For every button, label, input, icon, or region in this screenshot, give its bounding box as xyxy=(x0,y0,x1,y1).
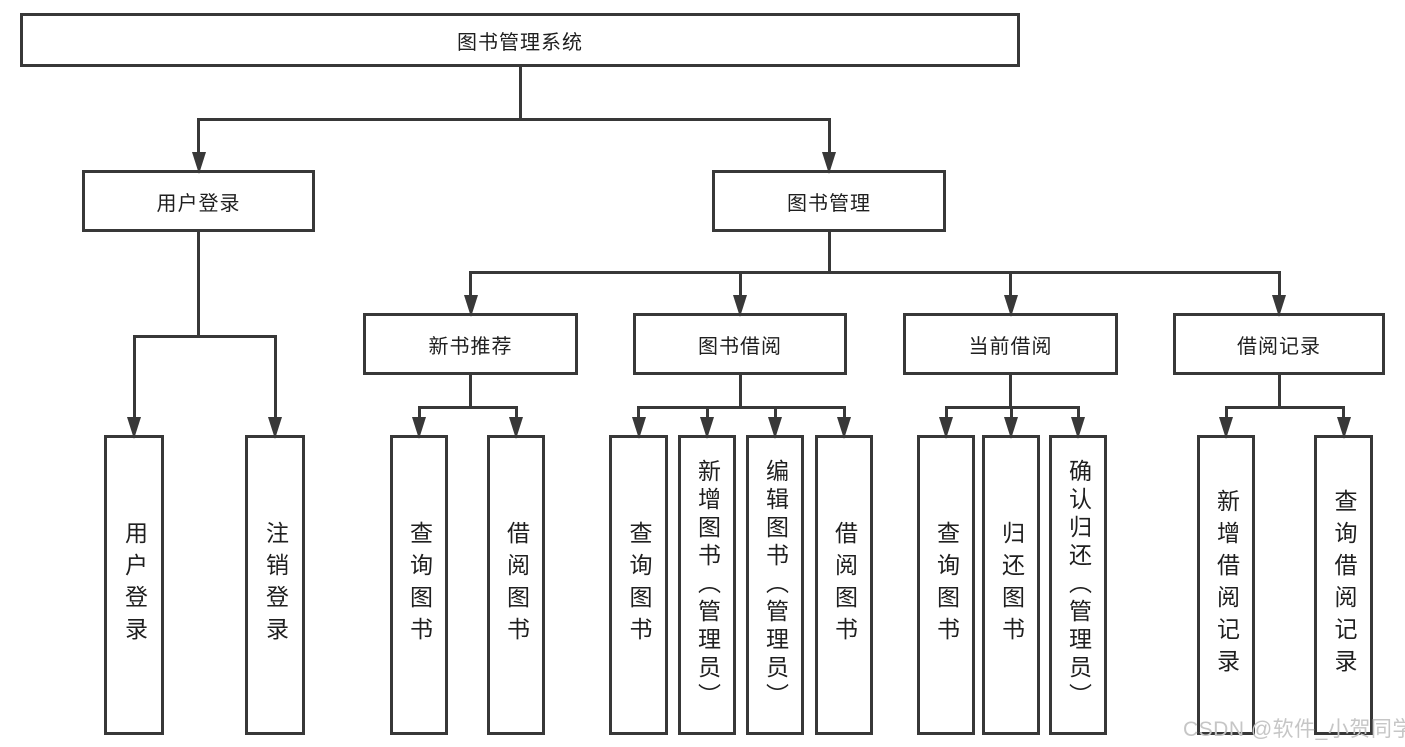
node-label: 用户登录 xyxy=(121,521,148,649)
node-v-bb-add: 新增图书（管理员） xyxy=(678,435,736,735)
node-user-login: 用户登录 xyxy=(82,170,315,232)
connector-line-v xyxy=(417,407,421,425)
node-v-cb-return: 归还图书 xyxy=(982,435,1040,735)
arrow-down-icon xyxy=(463,295,478,317)
connector-line-v xyxy=(637,407,640,425)
node-label: 查询借阅记录 xyxy=(1331,489,1357,681)
arrow-down-icon xyxy=(1272,295,1286,317)
connector-line-h xyxy=(469,270,1281,274)
arrow-down-icon xyxy=(700,417,714,439)
node-label: 图书管理 xyxy=(787,192,871,215)
arrow-down-icon xyxy=(1219,417,1233,439)
arrow-down-icon xyxy=(768,417,782,439)
node-v-nb-query: 查询图书 xyxy=(390,435,448,735)
connector-line-v xyxy=(705,407,709,425)
node-book-borrow: 图书借阅 xyxy=(633,313,847,375)
node-label: 图书管理系统 xyxy=(457,31,583,54)
connector-line-h xyxy=(132,334,277,338)
connector-line-h xyxy=(417,405,518,409)
connector-line-h xyxy=(197,117,831,121)
connector-line-v xyxy=(514,407,518,425)
arrow-down-icon xyxy=(733,295,747,317)
node-label: 用户登录 xyxy=(156,192,241,215)
connector-line-v xyxy=(197,119,200,160)
node-label: 新增图书（管理员） xyxy=(694,459,721,711)
connector-line-h xyxy=(637,405,846,409)
connector-line-v xyxy=(1009,272,1012,303)
node-label: 当前借阅 xyxy=(968,335,1053,358)
node-label: 确认归还（管理员） xyxy=(1065,459,1092,711)
node-v-cb-confirm: 确认归还（管理员） xyxy=(1049,435,1107,735)
arrow-down-icon xyxy=(822,152,836,174)
node-new-book-rec: 新书推荐 xyxy=(363,313,578,375)
node-label: 查询图书 xyxy=(933,521,960,649)
connector-line-v xyxy=(518,66,522,121)
node-book-mgmt: 图书管理 xyxy=(712,170,946,232)
node-label: 借阅图书 xyxy=(831,521,858,649)
connector-line-v xyxy=(1342,407,1345,425)
arrow-down-icon xyxy=(1004,417,1018,439)
connector-line-v xyxy=(944,407,948,425)
connector-line-v xyxy=(738,374,742,409)
node-label: 图书借阅 xyxy=(698,335,782,358)
node-label: 查询图书 xyxy=(406,521,433,649)
node-label: 注销登录 xyxy=(262,521,289,649)
connector-line-v xyxy=(469,272,472,303)
connector-line-v xyxy=(132,336,136,425)
arrow-down-icon xyxy=(939,417,953,439)
node-v-br-query: 查询借阅记录 xyxy=(1314,435,1373,735)
arrow-down-icon xyxy=(1071,417,1085,439)
arrow-down-icon xyxy=(1336,417,1351,439)
node-v-bb-borrow: 借阅图书 xyxy=(815,435,873,735)
arrow-down-icon xyxy=(631,417,646,439)
connector-line-v xyxy=(273,336,277,425)
connector-line-h xyxy=(1224,405,1345,409)
connector-line-v xyxy=(1076,407,1080,425)
node-v-logout: 注销登录 xyxy=(245,435,305,735)
arrow-down-icon xyxy=(127,417,141,439)
connector-line-v xyxy=(469,374,472,409)
csdn-watermark: CSDN @软件_小贺同学 xyxy=(1183,718,1405,741)
node-label: 借阅图书 xyxy=(503,521,530,649)
node-label: 编辑图书（管理员） xyxy=(762,459,789,711)
arrow-down-icon xyxy=(412,417,426,439)
arrow-down-icon xyxy=(268,417,282,439)
connector-line-v xyxy=(1009,374,1012,409)
node-current-borrow: 当前借阅 xyxy=(903,313,1118,375)
connector-line-v xyxy=(197,231,200,338)
node-label: 借阅记录 xyxy=(1237,335,1321,358)
connector-line-v xyxy=(1009,407,1013,425)
node-borrow-records: 借阅记录 xyxy=(1173,313,1385,375)
connector-line-v xyxy=(773,407,777,425)
arrow-down-icon xyxy=(191,152,206,174)
connector-line-v xyxy=(827,231,831,274)
connector-line-v xyxy=(738,272,742,303)
arrow-down-icon xyxy=(1003,295,1018,317)
connector-line-v xyxy=(1224,407,1228,425)
node-label: 新书推荐 xyxy=(428,335,513,358)
arrow-down-icon xyxy=(509,417,523,439)
node-root: 图书管理系统 xyxy=(20,13,1020,67)
node-label: 查询图书 xyxy=(626,521,652,649)
node-v-br-add: 新增借阅记录 xyxy=(1197,435,1255,735)
node-v-bb-query: 查询图书 xyxy=(609,435,668,735)
node-v-user-login: 用户登录 xyxy=(104,435,164,735)
connector-line-v xyxy=(1277,272,1281,303)
node-label: 新增借阅记录 xyxy=(1213,489,1240,681)
connector-line-v xyxy=(842,407,846,425)
arrow-down-icon xyxy=(837,417,851,439)
node-v-nb-borrow: 借阅图书 xyxy=(487,435,545,735)
node-v-bb-edit: 编辑图书（管理员） xyxy=(746,435,804,735)
connector-line-v xyxy=(1277,374,1281,409)
node-label: 归还图书 xyxy=(998,521,1025,649)
connector-line-v xyxy=(827,119,831,160)
node-v-cb-query: 查询图书 xyxy=(917,435,975,735)
